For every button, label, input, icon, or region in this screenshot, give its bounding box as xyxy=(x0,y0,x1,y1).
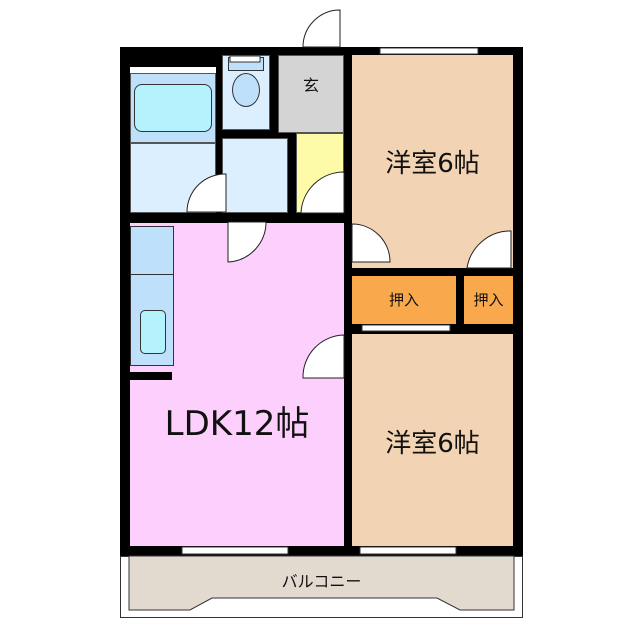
wall-toilet-right xyxy=(270,55,278,140)
outer-wall-top-left xyxy=(120,47,222,67)
wall-bath-bottom xyxy=(120,213,350,223)
kitchen-sink-icon xyxy=(140,310,166,354)
balcony-label: バルコニー xyxy=(281,572,362,591)
outer-wall-left xyxy=(120,47,130,555)
closet-right xyxy=(464,276,513,324)
wall-entrance-right xyxy=(344,47,352,547)
wall-toilet-bottom xyxy=(222,130,292,138)
inner-hall xyxy=(222,138,288,213)
kitchen-partition xyxy=(130,372,172,380)
outer-wall-bottom xyxy=(120,546,523,556)
closet-right-label: 押入 xyxy=(473,291,504,309)
closet-left xyxy=(352,276,456,324)
entrance xyxy=(278,55,344,133)
closet-left-label: 押入 xyxy=(388,291,419,309)
wall-closet-mid xyxy=(456,276,464,332)
bathtub-icon xyxy=(134,84,212,132)
wall-bath-right xyxy=(216,55,222,223)
wall-inner-hall-right xyxy=(288,130,296,220)
outer-wall-right xyxy=(513,47,523,555)
western-room-top-label: 洋室6帖 xyxy=(385,149,480,179)
wall-closet-top xyxy=(344,268,522,276)
toilet-bowl-icon xyxy=(232,73,260,107)
entrance-label: 玄 xyxy=(302,76,319,95)
kitchen-divider xyxy=(130,274,174,275)
outer-wall-top xyxy=(222,47,522,55)
ldk-label: LDK12帖 xyxy=(164,404,310,444)
western-room-bottom-label: 洋室6帖 xyxy=(385,429,480,459)
western-room-top xyxy=(352,55,513,268)
western-room-bottom xyxy=(352,334,513,546)
